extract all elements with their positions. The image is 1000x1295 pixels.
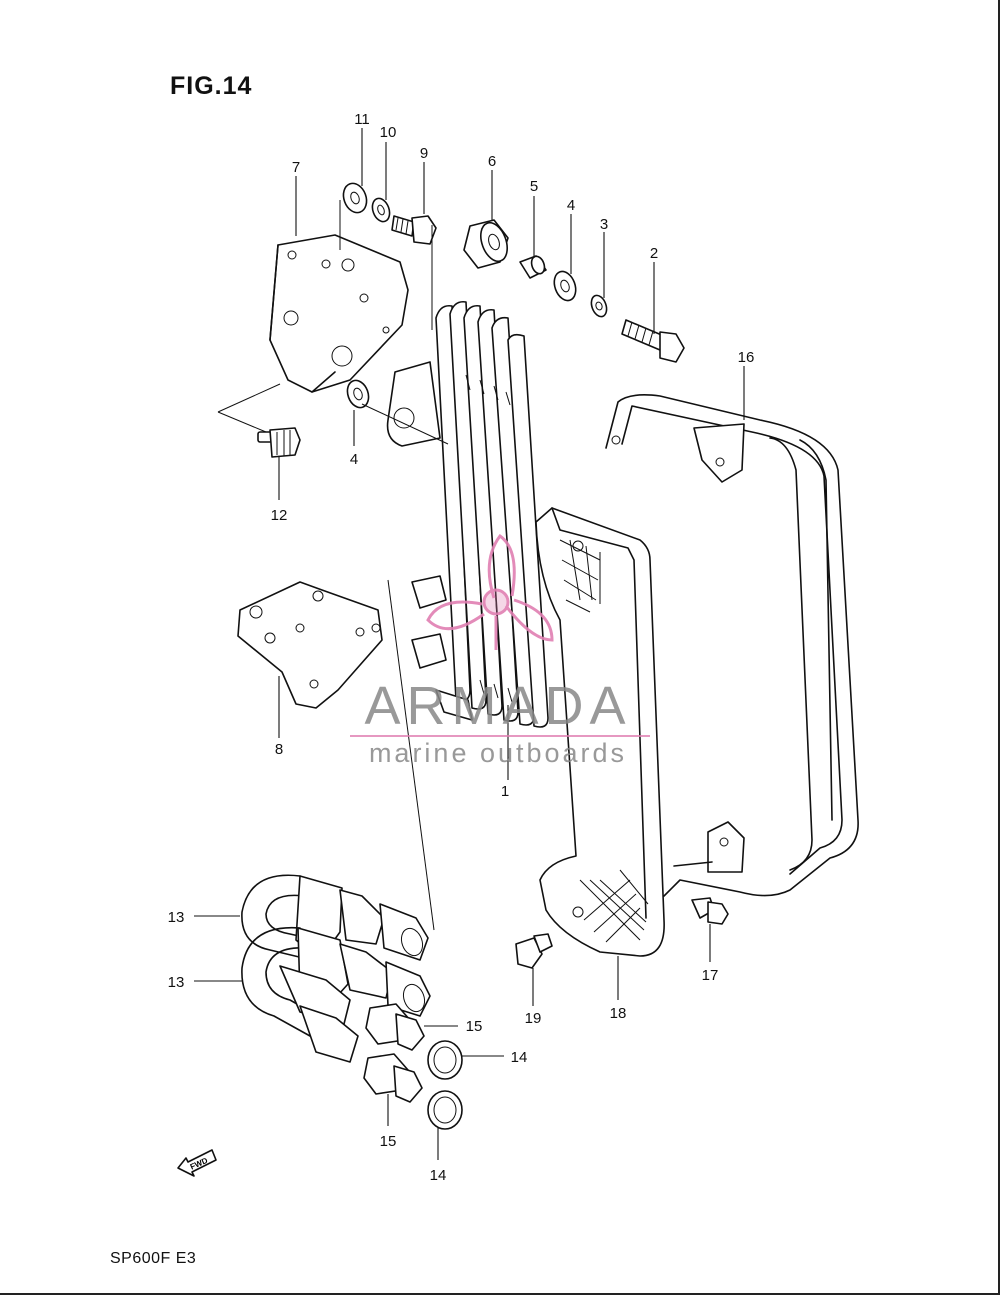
callout-15-lower: 15 <box>380 1133 397 1150</box>
part-callouts: 1 2 3 4 4 5 6 7 8 9 10 11 12 13 13 14 14… <box>168 111 755 1184</box>
model-code: SP600F E3 <box>110 1250 197 1267</box>
fitting-15-lower-drawing <box>363 1053 423 1103</box>
callout-5: 5 <box>530 178 538 195</box>
shroud-16-drawing <box>605 394 859 897</box>
bolt-12-drawing <box>257 427 301 458</box>
watermark-brand: ARMADA <box>364 676 631 736</box>
propeller-logo-icon <box>426 533 554 650</box>
callout-4-upper: 4 <box>567 197 575 214</box>
callout-9: 9 <box>420 145 428 162</box>
callout-19: 19 <box>525 1010 542 1027</box>
callout-6: 6 <box>488 153 496 170</box>
bolt-19-drawing <box>515 933 553 969</box>
grommet-6-drawing <box>463 219 509 269</box>
callout-2: 2 <box>650 245 658 262</box>
washer-4-upper-drawing <box>553 270 577 302</box>
washer-4-lower-drawing <box>346 379 370 409</box>
callout-17: 17 <box>702 967 719 984</box>
callout-16: 16 <box>738 349 755 366</box>
plate-8-drawing <box>237 581 383 709</box>
callout-1: 1 <box>501 783 509 800</box>
hose-13-lower-drawing <box>241 926 431 1063</box>
assembly-guide-lines <box>217 200 449 931</box>
callout-13-upper: 13 <box>168 909 185 926</box>
callout-7: 7 <box>292 159 300 176</box>
callout-11: 11 <box>354 111 370 128</box>
washer-3-drawing <box>590 294 608 318</box>
watermark-tagline: marine outboards <box>369 738 627 768</box>
bracket-7-drawing <box>269 234 409 393</box>
callout-8: 8 <box>275 741 283 758</box>
bolt-17-drawing <box>691 897 729 925</box>
figure-title: FIG.14 <box>170 72 253 100</box>
bolt-9-drawing <box>391 215 437 245</box>
washer-10-drawing <box>371 197 391 223</box>
fitting-15-upper-drawing <box>365 1003 425 1051</box>
callout-18: 18 <box>610 1005 627 1022</box>
callout-13-lower: 13 <box>168 974 185 991</box>
washer-11-drawing <box>342 182 368 214</box>
callout-10: 10 <box>380 124 397 141</box>
callout-3: 3 <box>600 216 608 233</box>
washer-14-lower-drawing <box>427 1090 463 1130</box>
callout-15-upper: 15 <box>466 1018 483 1035</box>
callout-4-lower: 4 <box>350 451 358 468</box>
callout-14-upper: 14 <box>511 1049 528 1066</box>
bolt-2-drawing <box>621 319 685 363</box>
fwd-arrow-icon: FWD <box>177 1149 217 1177</box>
washer-14-upper-drawing <box>427 1040 463 1080</box>
armada-watermark: ARMADA marine outboards <box>350 533 650 768</box>
guard-18-drawing <box>535 507 665 957</box>
collar-5-drawing <box>519 255 547 279</box>
leader-lines <box>194 128 745 1160</box>
oil-cooler-1-drawing <box>386 300 549 728</box>
callout-12: 12 <box>271 507 288 524</box>
callout-14-lower: 14 <box>430 1167 447 1184</box>
